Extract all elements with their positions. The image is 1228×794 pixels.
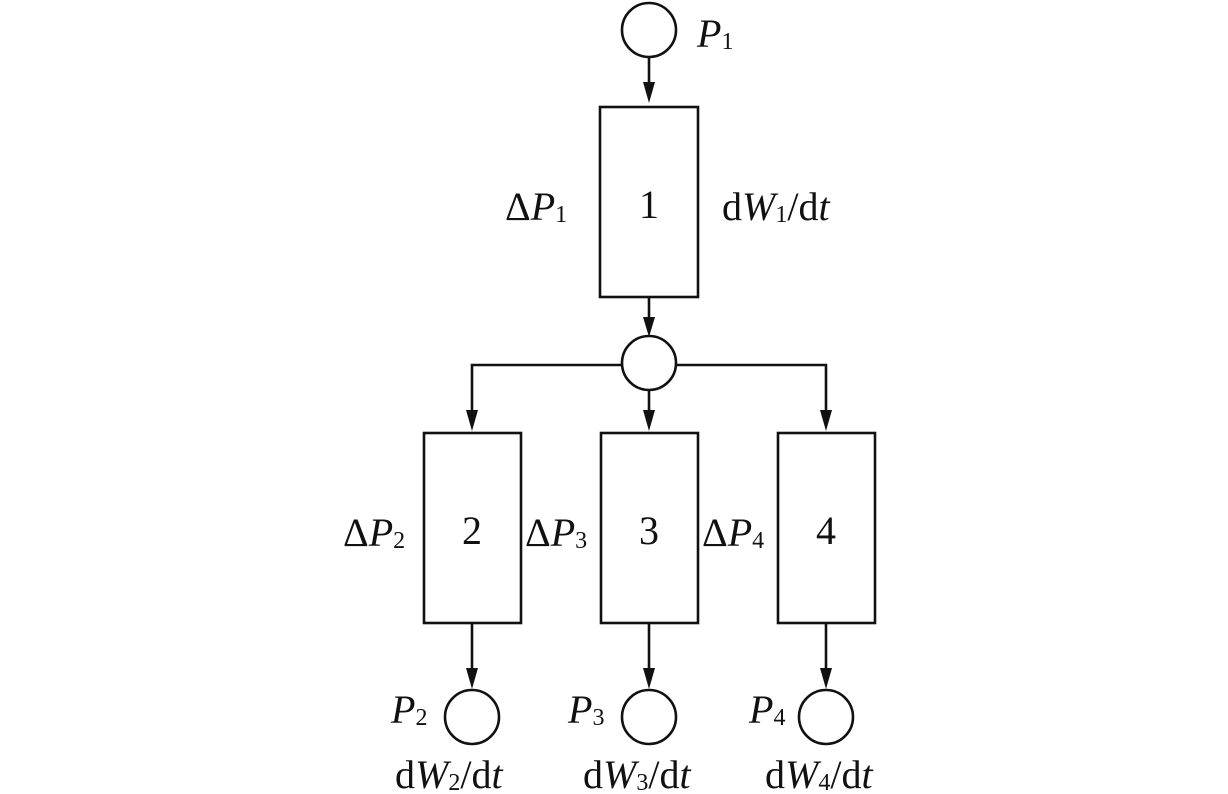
block-1-rate-label: dW1/dt xyxy=(722,184,830,229)
block-2-number: 2 xyxy=(462,508,482,553)
block-4-number: 4 xyxy=(816,508,836,553)
block-3-rate-label: dW3/dt xyxy=(583,752,691,794)
block-4-rate-label: dW4/dt xyxy=(765,752,873,794)
input-pressure-label: P1 xyxy=(696,11,733,56)
block-2 xyxy=(422,431,523,625)
block-4-delta-label: ΔP4 xyxy=(702,510,764,555)
output-pressure-label-4: P4 xyxy=(748,687,785,732)
output-pressure-node-2 xyxy=(443,688,501,746)
block-2-delta-label: ΔP2 xyxy=(343,510,405,555)
output-pressure-label-2: P2 xyxy=(390,687,427,732)
arrowhead-block-1-to-junction xyxy=(643,317,655,337)
arrowhead-block-2-to-output xyxy=(466,668,478,689)
block-1 xyxy=(598,105,700,299)
block-2-rate-label: dW2/dt xyxy=(395,752,503,794)
branch-to-block-2 xyxy=(470,363,622,410)
block-3-number: 3 xyxy=(639,508,659,553)
junction-node xyxy=(620,334,678,392)
input-pressure-node xyxy=(620,1,678,59)
branch-to-block-4 xyxy=(677,363,828,410)
output-pressure-label-3: P3 xyxy=(567,687,604,732)
block-3 xyxy=(599,431,700,625)
block-1-number: 1 xyxy=(639,182,659,227)
output-pressure-node-4 xyxy=(797,688,855,746)
arrowhead-branch-to-block-2 xyxy=(466,410,478,431)
block-4 xyxy=(776,431,877,625)
arrowhead-input-to-block-1 xyxy=(643,82,655,103)
arrowhead-block-3-to-output xyxy=(643,668,655,689)
block-1-delta-label: ΔP1 xyxy=(505,184,567,229)
connector-lines xyxy=(466,57,832,689)
arrowhead-branch-to-block-4 xyxy=(820,410,832,431)
arrowhead-block-4-to-output xyxy=(820,668,832,689)
output-pressure-node-3 xyxy=(620,688,678,746)
block-3-delta-label: ΔP3 xyxy=(525,510,587,555)
arrowhead-branch-to-block-3 xyxy=(643,410,655,431)
